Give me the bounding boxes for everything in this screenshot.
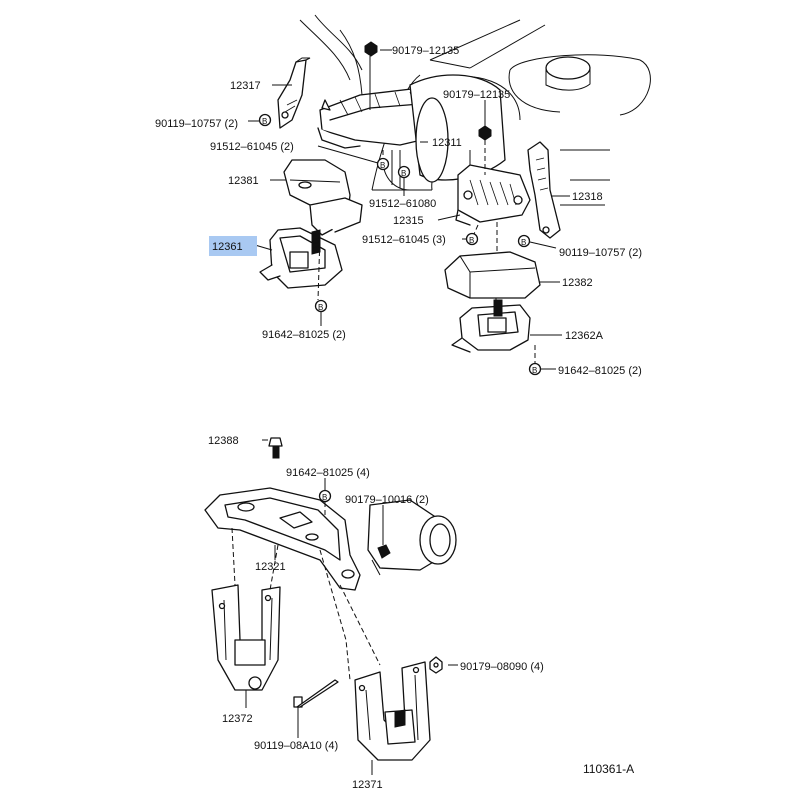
label-12371[interactable]: 12371	[352, 779, 383, 791]
bolt-icon[interactable]: B	[318, 489, 332, 503]
bracket-12318[interactable]	[527, 141, 561, 239]
part-labels: 90179–12135 12317 90179–12135 90119–1075…	[155, 45, 642, 791]
bolt-12388[interactable]	[262, 437, 283, 459]
label-91642-81025-4[interactable]: 91642–81025 (4)	[286, 467, 370, 479]
bolt-icon[interactable]: B	[397, 165, 411, 179]
label-12311[interactable]: 12311	[432, 137, 462, 149]
crossmember-12321[interactable]	[204, 487, 361, 591]
label-90179-08090[interactable]: 90179–08090 (4)	[460, 661, 544, 673]
label-91512-61045-3[interactable]: 91512–61045 (3)	[362, 234, 446, 246]
svg-text:B: B	[469, 236, 474, 245]
bracket-12371[interactable]	[354, 661, 431, 761]
bracket-12315[interactable]	[455, 164, 531, 226]
label-12372[interactable]: 12372	[222, 713, 253, 725]
label-12317[interactable]: 12317	[230, 80, 261, 92]
bolt-icon[interactable]: B	[465, 232, 479, 246]
bolt-icon[interactable]: B	[517, 234, 531, 248]
top-fasteners: B B B B B B B B	[258, 41, 542, 503]
nut-icon[interactable]	[364, 41, 378, 57]
bottom-fasteners	[293, 656, 443, 708]
insulator-12382[interactable]	[444, 251, 541, 299]
label-12382[interactable]: 12382	[562, 277, 593, 289]
label-90179-12135-b[interactable]: 90179–12135	[443, 89, 510, 101]
svg-text:B: B	[521, 238, 526, 247]
label-12321[interactable]: 12321	[255, 561, 286, 573]
label-90179-10016[interactable]: 90179–10016 (2)	[345, 494, 429, 506]
tail-housing	[367, 499, 457, 576]
insulator-12381[interactable]	[283, 159, 363, 236]
svg-text:B: B	[380, 161, 385, 170]
label-12381[interactable]: 12381	[228, 175, 259, 187]
label-12361[interactable]: 12361	[212, 241, 243, 253]
label-12318[interactable]: 12318	[572, 191, 603, 203]
top-leader-lines	[248, 49, 570, 370]
bolt-icon[interactable]: B	[258, 113, 272, 127]
engine-outline-sketch	[299, 14, 651, 206]
transmission-case	[382, 74, 506, 191]
svg-text:B: B	[318, 303, 323, 312]
label-90119-10757[interactable]: 90119–10757 (2)	[155, 118, 238, 130]
svg-text:B: B	[532, 366, 537, 375]
label-91642-81025-2[interactable]: 91642–81025 (2)	[262, 329, 346, 341]
label-91512-61045-2[interactable]: 91512–61045 (2)	[210, 141, 294, 153]
bracket-12372[interactable]	[211, 584, 281, 691]
bolt-icon[interactable]: B	[528, 362, 542, 376]
label-12388[interactable]: 12388	[208, 435, 239, 447]
label-12315[interactable]: 12315	[393, 215, 424, 227]
diagram-code: 110361-A	[583, 762, 634, 776]
engine-mount-12361[interactable]	[259, 227, 343, 289]
bracket-12317[interactable]	[277, 57, 311, 129]
label-91642-81025-2-b[interactable]: 91642–81025 (2)	[558, 365, 642, 377]
label-91512-61080[interactable]: 91512–61080	[369, 198, 436, 210]
engine-mount-12362A[interactable]	[451, 299, 531, 353]
label-90119-10757-b[interactable]: 90119–10757 (2)	[559, 247, 642, 259]
svg-text:B: B	[262, 117, 267, 126]
highlight-box	[209, 236, 257, 256]
label-12362A[interactable]: 12362A	[565, 330, 604, 342]
bolt-icon[interactable]: B	[376, 157, 390, 171]
svg-text:B: B	[401, 169, 406, 178]
bottom-leader-lines	[231, 478, 458, 775]
label-90179-12135[interactable]: 90179–12135	[392, 45, 459, 57]
bolt-icon[interactable]: B	[314, 299, 328, 313]
svg-text:B: B	[322, 493, 327, 502]
long-bolt-icon[interactable]	[293, 679, 339, 708]
label-90119-08A10[interactable]: 90119–08A10 (4)	[254, 740, 338, 752]
